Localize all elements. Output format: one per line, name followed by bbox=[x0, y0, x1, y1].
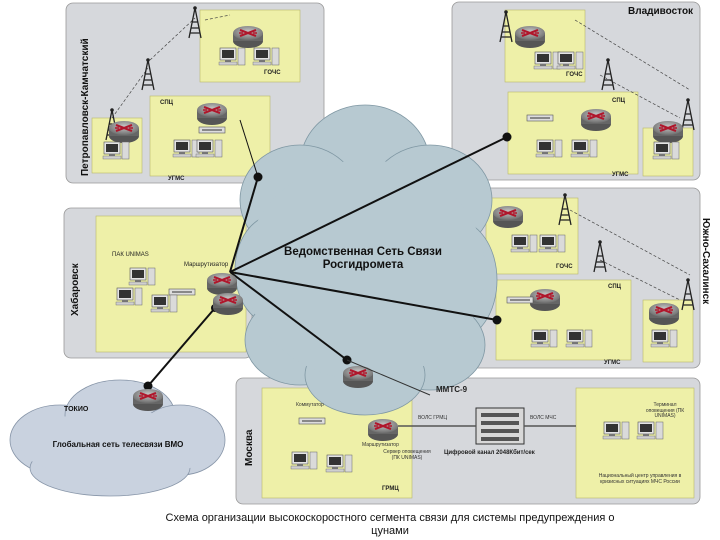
spc-label-vladivostok: СПЦ bbox=[612, 98, 626, 104]
digital-channel-label: Цифровой канал 2048Кбит/сек bbox=[444, 450, 535, 456]
gts-cloud bbox=[9, 379, 226, 497]
vols-mchs-label: ВОЛС МЧС bbox=[530, 415, 557, 421]
gts-label: Глобальная сеть телесвязи ВМО bbox=[52, 440, 184, 449]
grmc-label: ГРМЦ bbox=[382, 486, 399, 492]
moscow-switch-label: Коммутатор bbox=[296, 402, 324, 408]
tokio-label: ТОКИО bbox=[64, 406, 89, 413]
region-title-petropavlovsk: Петропавловск-Камчатский bbox=[80, 38, 91, 176]
gochs-label-yuzhno: ГОЧС bbox=[556, 264, 573, 270]
mmts-server bbox=[475, 407, 525, 445]
gochs-label-petropavlovsk: ГОЧС bbox=[264, 70, 281, 76]
radio-links bbox=[111, 14, 691, 301]
ugms-label-yuzhno: УГМС bbox=[604, 360, 621, 366]
gochs-label-vladivostok: ГОЧС bbox=[566, 72, 583, 78]
panel-moscow bbox=[235, 377, 701, 505]
mchs-terminal-label: Терминал оповещения (ПК UNIMAS) bbox=[645, 402, 685, 419]
moscow-server-label: Сервер оповещения (ПК UNIMAS) bbox=[383, 449, 431, 461]
pak-unimas-label: ПАК UNIMAS bbox=[112, 252, 149, 258]
region-title-vladivostok: Владивосток bbox=[628, 6, 694, 17]
mmts-links bbox=[346, 359, 576, 427]
vols-grmc-label: ВОЛС ГРМЦ bbox=[418, 415, 448, 421]
spc-label-petropavlovsk: СПЦ bbox=[160, 100, 174, 106]
ugms-label-petropavlovsk: УГМС bbox=[168, 176, 185, 182]
backbone-links bbox=[147, 119, 508, 387]
mchs-center-label: Национальный центр управления в кризисны… bbox=[598, 473, 682, 485]
diagram-caption: Схема организации высокоскоростного сегм… bbox=[165, 512, 615, 538]
departmental-network-cloud bbox=[234, 104, 498, 416]
ugms-label-vladivostok: УГМС bbox=[612, 172, 629, 178]
region-title-khabarovsk: Хабаровск bbox=[70, 263, 81, 316]
region-title-yuzhno: Южно-Сахалинск bbox=[700, 218, 711, 305]
moscow-router-label: Маршрутизатор bbox=[362, 442, 399, 448]
region-title-moscow: Москва bbox=[244, 429, 255, 466]
departmental-network-label: Ведомственная Сеть Связи Росгидромета bbox=[284, 246, 442, 272]
khabarovsk-router-label: Маршрутизатор bbox=[184, 262, 229, 268]
spc-label-yuzhno: СПЦ bbox=[608, 284, 622, 290]
mmts-label: ММТС-9 bbox=[436, 385, 468, 394]
